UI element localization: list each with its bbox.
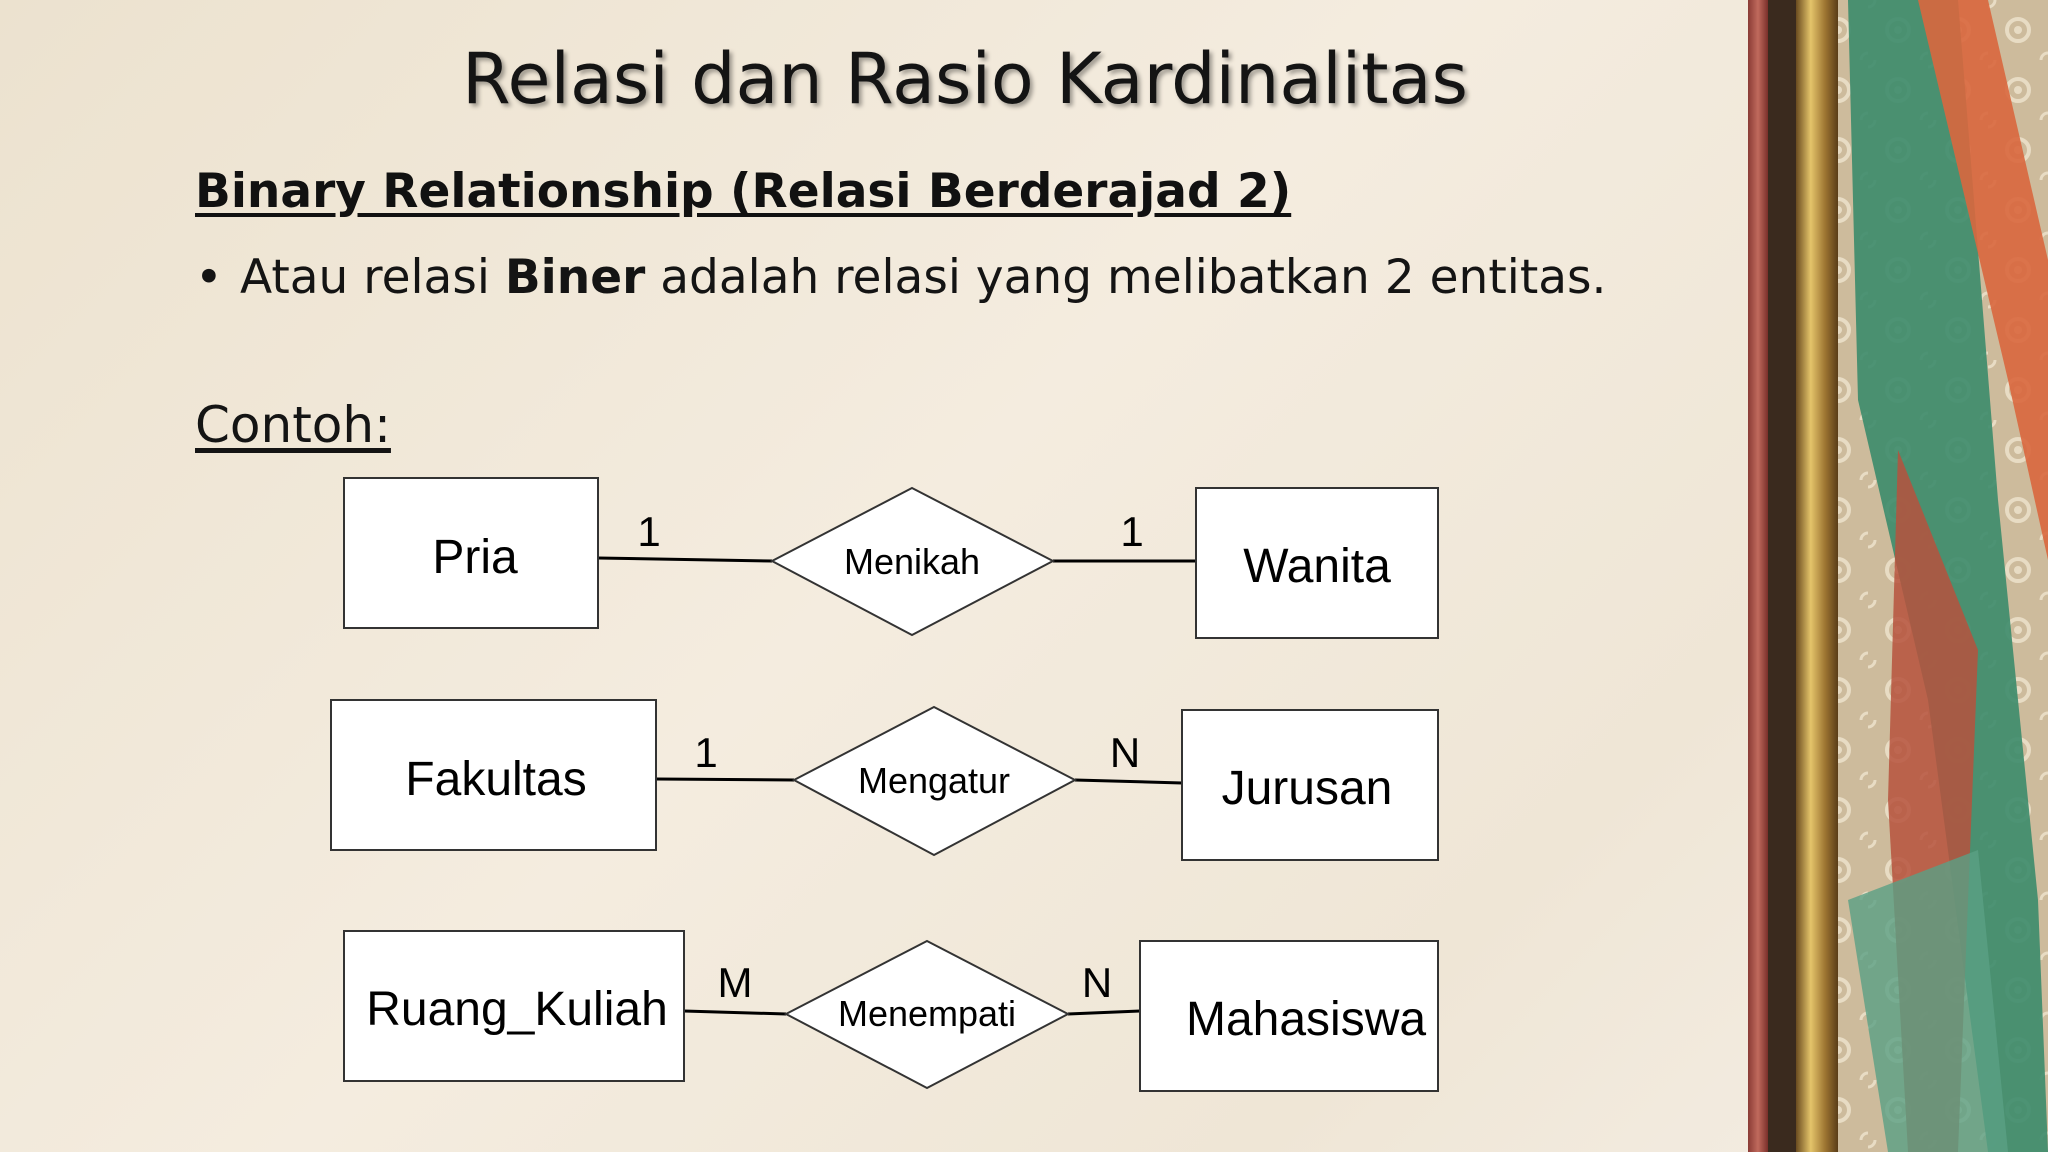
entity-box <box>343 477 599 629</box>
example-label: Contoh: <box>195 396 391 454</box>
relationship-label: Menempati <box>838 993 1016 1034</box>
bullet-marker: • <box>195 250 223 305</box>
entity-box <box>1139 940 1439 1092</box>
entity-box <box>343 930 685 1082</box>
entity-label-right: Mahasiswa <box>1186 993 1426 1046</box>
bullet-text-bold: Biner <box>504 250 646 305</box>
connector-line <box>683 1009 787 1016</box>
entity-label-right: Wanita <box>1243 540 1391 593</box>
connector-line <box>597 556 773 563</box>
cardinality-label-right: N <box>1082 959 1112 1006</box>
entity-label-left: Pria <box>432 531 518 584</box>
entity-box <box>330 699 657 851</box>
relationship-diamond <box>783 939 1071 1090</box>
relationship-diamond <box>769 486 1056 637</box>
er-row-2: Fakultas 1 Mengatur N Jurusan <box>330 699 1439 861</box>
section-heading: Binary Relationship (Relasi Berderajad 2… <box>195 164 1292 219</box>
entity-box <box>1195 487 1439 639</box>
cardinality-label-right: 1 <box>1120 508 1143 555</box>
entity-box <box>1181 709 1439 861</box>
bullet-point: • Atau relasi Biner adalah relasi yang me… <box>195 250 1606 305</box>
cardinality-label-left: 1 <box>694 729 717 776</box>
bullet-text-prefix: Atau relasi <box>240 250 505 305</box>
green-ribbon-lower <box>1848 850 2008 1152</box>
entity-label-right: Jurusan <box>1222 762 1393 815</box>
entity-label-left: Fakultas <box>405 753 586 806</box>
orange-ribbon <box>1918 0 2048 560</box>
bullet-text-suffix: adalah relasi yang melibatkan 2 entitas. <box>645 250 1607 305</box>
er-row-1: Pria 1 Menikah 1 Wanita <box>343 477 1439 639</box>
cardinality-label-right: N <box>1110 729 1140 776</box>
dark-stripe <box>1768 0 1796 1152</box>
cardinality-label-left: 1 <box>637 508 660 555</box>
connector-line <box>1067 1009 1141 1016</box>
er-diagram: Pria 1 Menikah 1 Wanita Fakultas 1 Menga… <box>330 477 1439 1092</box>
slide-title: Relasi dan Rasio Kardinalitas <box>462 38 1468 120</box>
connector-line <box>1074 778 1183 785</box>
connector-line <box>655 777 795 782</box>
relationship-label: Menikah <box>844 541 980 582</box>
relationship-label: Mengatur <box>858 760 1010 801</box>
relationship-diamond <box>791 705 1078 857</box>
red-stripe <box>1748 0 1768 1152</box>
er-row-3: Ruang_Kuliah M Menempati N Mahasiswa <box>343 930 1439 1092</box>
entity-label-left: Ruang_Kuliah <box>366 983 668 1036</box>
gold-stripe <box>1796 0 1838 1152</box>
cardinality-label-left: M <box>718 959 753 1006</box>
decorative-border <box>1748 0 2048 1152</box>
